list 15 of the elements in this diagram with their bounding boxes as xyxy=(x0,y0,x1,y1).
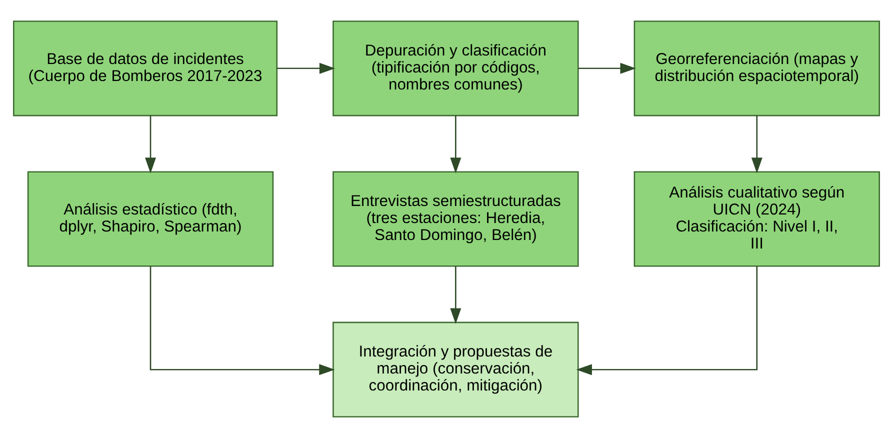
arrow xyxy=(150,266,335,375)
node-box: Base de datos de incidentes (Cuerpo de Bomberos 2017-2023 xyxy=(13,20,278,116)
arrow xyxy=(576,266,758,375)
arrow xyxy=(450,266,462,324)
node-box: Georreferenciación (mapas y distribución espaciotemporal) xyxy=(634,20,880,116)
node-box: Integración y propuestas de manejo (conservación, coordinación, mitigación) xyxy=(332,321,579,417)
arrow xyxy=(450,115,462,173)
node-box: Depuración y clasificación (tipificación por códigos, nombres comunes) xyxy=(332,20,579,116)
node-box: Análisis cualitativo según UICN (2024) Clasificación: Nivel I, II, III xyxy=(634,170,880,266)
arrow xyxy=(145,115,156,173)
node-box: Entrevistas semiestructuradas (tres estaciones: Heredia, Santo Domingo, Belén) xyxy=(332,170,579,266)
arrow xyxy=(276,62,336,74)
arrow xyxy=(578,62,636,74)
node-box: Análisis estadístico (fdth, dplyr, Shapiro, Spearman) xyxy=(27,170,274,266)
arrow xyxy=(751,115,762,173)
